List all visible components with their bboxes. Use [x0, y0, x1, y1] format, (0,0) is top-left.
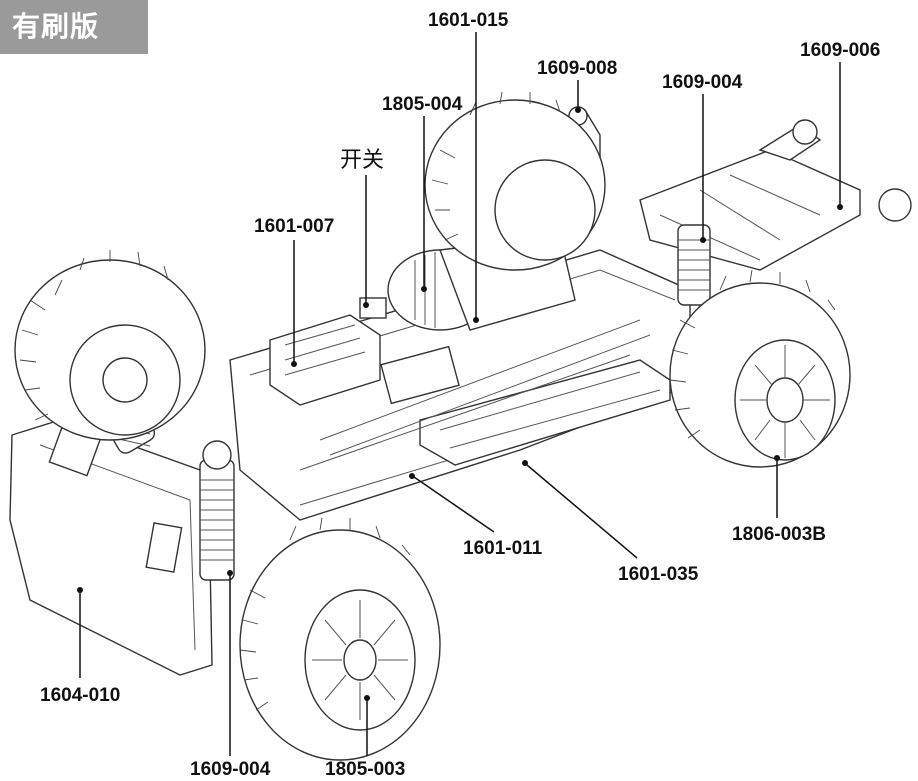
callout-label-1601-007: 1601-007: [254, 216, 334, 237]
esc-box: [269, 314, 381, 406]
callouts: 1601-015 1609-008 1609-006 1805-004 1609…: [40, 10, 880, 780]
rear-arm-frame: [639, 149, 861, 271]
tire-front-right: [239, 517, 441, 761]
version-badge: 有刷版: [0, 0, 148, 54]
callout-label-1604-010: 1604-010: [40, 685, 120, 706]
version-badge-label: 有刷版: [12, 10, 100, 43]
leader-1601-011: [413, 476, 495, 533]
callout-label-1609-008: 1609-008: [537, 58, 617, 79]
tire-front-left: [14, 250, 206, 441]
tire-rear-right: [669, 269, 851, 468]
front-bumper: [9, 419, 213, 676]
leader-1601-035: [526, 464, 638, 559]
callout-label-1805-004: 1805-004: [382, 94, 463, 115]
tire-rear-left: [424, 91, 606, 271]
callout-label-1609-004-rear: 1609-004: [662, 72, 743, 93]
callout-label-1609-006: 1609-006: [800, 40, 880, 61]
switch-label: 开关: [340, 148, 384, 173]
chassis-illustration: [9, 91, 912, 761]
callout-label-1609-004-front: 1609-004: [190, 759, 271, 780]
callout-label-1601-011: 1601-011: [463, 538, 543, 559]
callout-label-1806-003B: 1806-003B: [732, 524, 826, 545]
callout-label-1805-003: 1805-003: [325, 759, 405, 780]
callout-label-1601-015: 1601-015: [428, 10, 509, 31]
callout-label-1601-035: 1601-035: [618, 564, 699, 585]
power-switch: [359, 297, 387, 319]
